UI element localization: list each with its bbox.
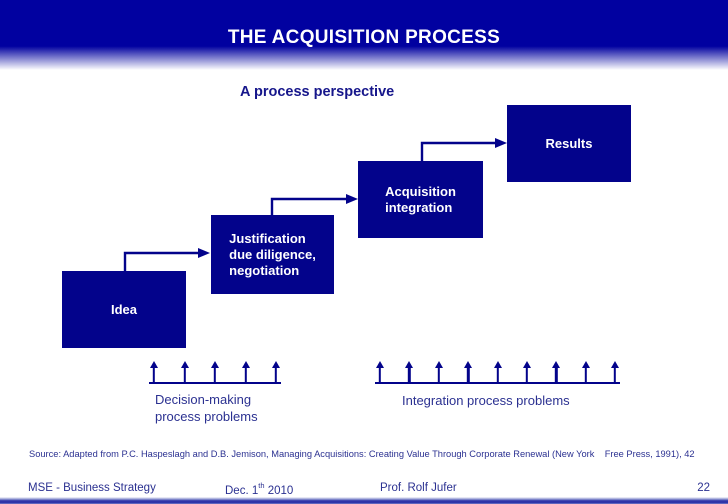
up-arrow-icon: [493, 361, 503, 382]
up-arrow-icon: [522, 361, 532, 382]
problem-label-decision-making: Decision-making process problems: [155, 392, 258, 424]
up-arrow-icon: [271, 361, 281, 382]
footer-page-number: 22: [697, 482, 710, 494]
process-box-idea: Idea: [62, 271, 186, 348]
connector-acquisition-to-results: [420, 138, 507, 162]
process-box-acquisition-integration: Acquisition integration: [358, 161, 483, 238]
up-arrow-icon: [404, 361, 414, 382]
up-arrow-icon: [610, 361, 620, 382]
up-arrow-icon: [180, 361, 190, 382]
up-arrow-icon: [581, 361, 591, 382]
up-arrow-icon: [149, 361, 159, 382]
footer-date: Dec. 1th 2010: [225, 481, 294, 497]
up-arrow-icon: [241, 361, 251, 382]
connector-justification-to-acquisition: [270, 194, 358, 216]
title-bar: THE ACQUISITION PROCESS: [0, 0, 728, 70]
process-box-label: Acquisition integration: [385, 183, 456, 215]
connector-idea-to-justification: [123, 248, 210, 272]
problem-arrow-group-integration: [375, 361, 620, 384]
footer-author-name: Prof. Rolf Jufer: [380, 482, 457, 494]
problem-arrow-group-decision-making: [149, 361, 281, 384]
slide-title: THE ACQUISITION PROCESS: [227, 27, 501, 48]
slide-subtitle: A process perspective: [240, 84, 395, 100]
up-arrow-icon: [210, 361, 220, 382]
up-arrow-icon: [434, 361, 444, 382]
up-arrow-icon: [463, 361, 473, 382]
source-note: Source: Adapted from P.C. Haspeslagh and…: [29, 449, 695, 459]
footer-course-name: MSE - Business Strategy: [28, 482, 156, 494]
process-box-results: Results: [507, 105, 631, 182]
up-arrow-icon: [375, 361, 385, 382]
footer-date-day: Dec. 1: [225, 484, 259, 497]
problem-label-integration: Integration process problems: [402, 393, 570, 408]
bottom-accent-bar: [0, 497, 728, 504]
process-box-justification: Justification due diligence, negotiation: [211, 215, 334, 294]
process-box-label: Idea: [110, 301, 137, 317]
process-box-label: Justification due diligence, negotiation: [229, 230, 316, 278]
process-box-label: Results: [545, 135, 593, 151]
footer-date-ordinal: th: [258, 481, 265, 490]
footer-date-year: 2010: [264, 484, 294, 497]
up-arrow-icon: [551, 361, 561, 382]
